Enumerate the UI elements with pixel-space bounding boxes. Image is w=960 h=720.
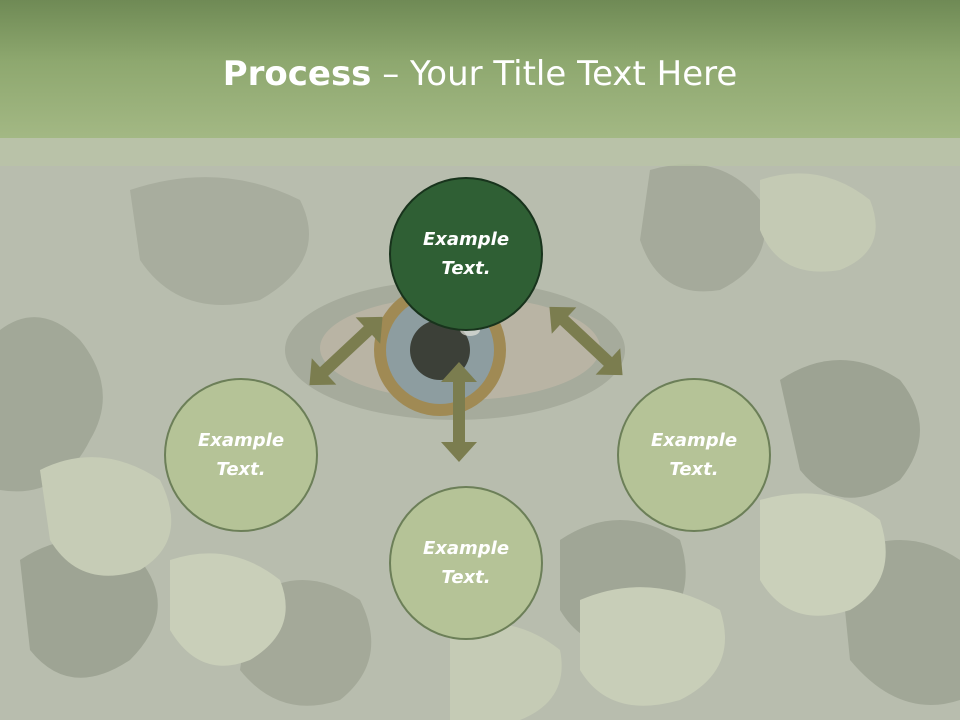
slide-title[interactable]: Process – Your Title Text Here [0, 52, 960, 96]
center-node-line2: Text. [441, 258, 491, 279]
right-node-line2: Text. [669, 459, 719, 480]
bottom-node-line1: Example [422, 538, 510, 559]
slide-title-bold: Process [222, 54, 372, 94]
arrow-center-right [549, 306, 623, 376]
slide-title-rest: – Your Title Text Here [371, 54, 738, 94]
left-node-line2: Text. [216, 459, 266, 480]
bottom-node-line2: Text. [441, 567, 491, 588]
right-node-line1: Example [650, 430, 738, 451]
title-sub-band [0, 138, 960, 166]
title-band [0, 0, 960, 138]
left-node-line1: Example [197, 430, 285, 451]
center-node-line1: Example [422, 229, 510, 250]
arrow-center-left [309, 316, 383, 386]
arrow-center-bottom [441, 362, 477, 462]
